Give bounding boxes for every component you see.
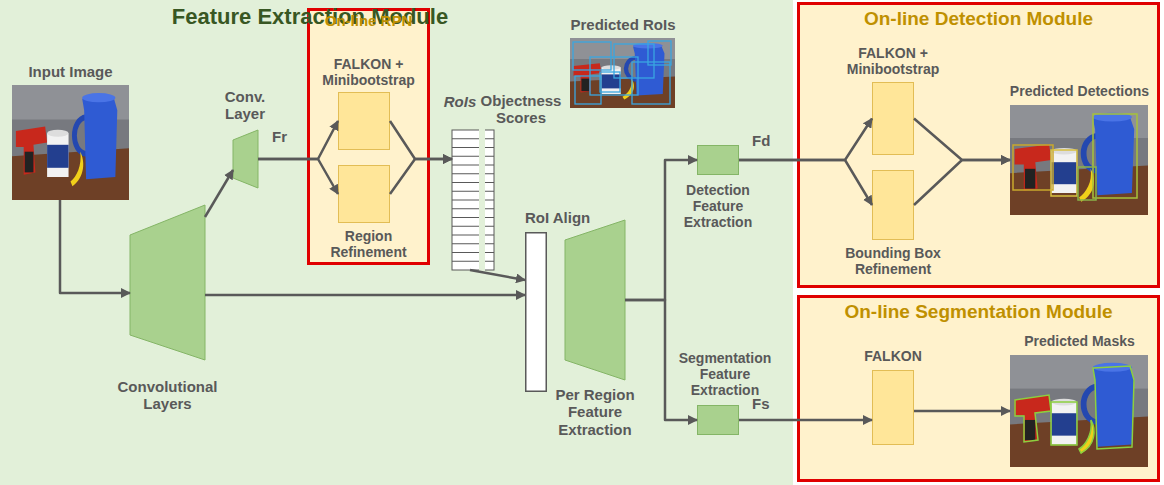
flow-arrow — [739, 119, 872, 161]
node-label: FALKON + Minibootstrap — [309, 56, 428, 88]
trapezoid-outline — [130, 205, 205, 360]
feature-box: Segmentation Feature Extraction — [697, 405, 739, 435]
module-box: On-line Segmentation ModuleFALKON Predict… — [797, 295, 1160, 482]
layer-trapezoid: Convolutional Layers — [130, 205, 205, 360]
classifier-box: FALKON — [872, 370, 914, 445]
flow-arrow — [625, 160, 697, 300]
flow-arrow — [258, 159, 338, 194]
node-label: Objectness Scores — [478, 92, 564, 127]
node-label: Convolutional Layers — [98, 378, 237, 413]
image-frame: Predicted Detections — [1010, 105, 1148, 215]
trapezoid-outline — [565, 220, 625, 380]
flow-arrow — [470, 270, 525, 280]
flow-arrow — [390, 121, 452, 159]
node-label: Segmentation Feature Extraction — [672, 350, 778, 398]
flow-arrow — [739, 419, 872, 422]
node-label: Detection Feature Extraction — [670, 182, 766, 230]
module-region: Feature Extraction ModuleOn-line RPN FALK… — [0, 0, 793, 485]
masks-image — [1010, 355, 1148, 467]
align-box: RoI Align — [525, 232, 547, 392]
classifier-box: FALKON + Minibootstrap — [872, 82, 914, 155]
image-frame: Predicted RoIs — [570, 38, 675, 108]
flow-arrow — [60, 200, 130, 293]
layer-trapezoid: Conv. Layer — [233, 130, 258, 188]
node-label: Predicted RoIs — [558, 16, 688, 33]
flow-arrow — [258, 121, 338, 159]
node-label: Per Region Feature Extraction — [543, 386, 647, 438]
module-title: On-line RPN — [309, 12, 428, 29]
feature-label: Fr — [272, 128, 287, 145]
detections-image — [1010, 105, 1148, 215]
module-title: Feature Extraction Module — [60, 4, 560, 29]
flow-arrow — [914, 119, 1010, 161]
image-frame: Predicted Masks — [1010, 355, 1148, 467]
module-title: On-line Detection Module — [800, 8, 1157, 30]
node-label: FALKON — [848, 348, 938, 364]
node-label: Predicted Masks — [1003, 333, 1156, 349]
node-label: Predicted Detections — [1003, 83, 1156, 99]
flow-arrow — [914, 410, 1010, 413]
trapezoid-outline — [233, 130, 258, 188]
flow-arrow — [205, 170, 233, 217]
feature-label: Fs — [752, 395, 770, 412]
flow-arrow — [914, 160, 1010, 205]
score-columns: RoIsObjectness Scores — [452, 130, 494, 270]
node-label: Input Image — [2, 63, 139, 80]
rpn-box: On-line RPN FALKON + MinibootstrapRegion … — [307, 8, 430, 265]
objectness-columns — [452, 129, 494, 271]
refinement-box: Bounding Box Refinement — [872, 170, 914, 240]
flow-arrow — [739, 160, 872, 205]
classifier-box: FALKON + Minibootstrap — [338, 92, 390, 150]
flow-arrow — [625, 300, 697, 420]
input-image — [12, 85, 129, 200]
rois-image — [570, 38, 675, 108]
image-frame: Input Image — [12, 85, 129, 200]
node-label: FALKON + Minibootstrap — [836, 45, 950, 77]
node-label: Bounding Box Refinement — [828, 245, 958, 277]
module-title: On-line Segmentation Module — [800, 301, 1157, 323]
node-label: Conv. Layer — [205, 88, 285, 123]
layer-trapezoid: Per Region Feature Extraction — [565, 220, 625, 380]
node-label: Region Refinement — [309, 228, 428, 260]
flow-arrow — [390, 159, 452, 194]
feature-label: Fd — [752, 132, 770, 149]
refinement-box: Region Refinement — [338, 165, 390, 223]
module-box: On-line Detection ModuleFALKON + Miniboo… — [797, 2, 1160, 288]
node-label: RoIs — [440, 93, 480, 110]
node-label: RoI Align — [525, 209, 615, 226]
feature-box: Detection Feature Extraction — [697, 145, 739, 175]
flow-arrow — [205, 294, 525, 297]
